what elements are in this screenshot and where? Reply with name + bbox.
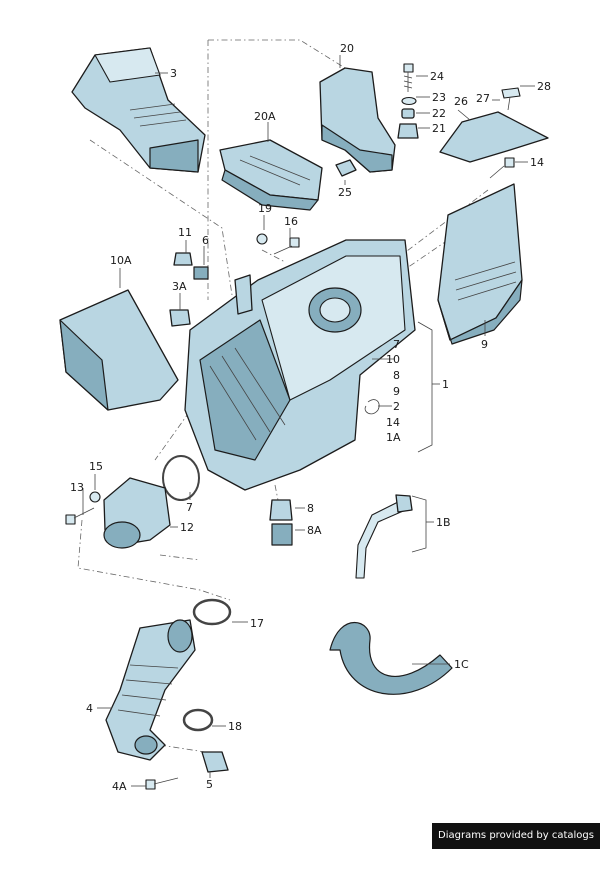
part-1B-clamp xyxy=(395,494,413,513)
part-25-clip xyxy=(335,159,357,177)
callout-12: 12 xyxy=(180,521,194,534)
part-14-screw xyxy=(489,157,515,179)
part-6-grommet xyxy=(193,266,209,280)
callout-16: 16 xyxy=(284,215,298,228)
callout-8: 8 xyxy=(307,502,314,515)
callout-19: 19 xyxy=(258,202,272,215)
part-10A-duct xyxy=(59,289,179,411)
callout-10A: 10A xyxy=(110,254,132,267)
callout-22: 22 xyxy=(432,107,446,120)
callout-1C: 1C xyxy=(454,658,469,671)
part-26-shield xyxy=(439,111,549,163)
callout-21: 21 xyxy=(432,122,446,135)
callout-6: 6 xyxy=(202,234,209,247)
part-9-plate xyxy=(437,183,523,345)
callout-20: 20 xyxy=(340,42,354,55)
callout-labels: 3 20 20A 24 23 22 21 25 26 27 28 14 9 19… xyxy=(70,42,551,793)
part-3-intake-duct xyxy=(71,47,206,173)
callout-10: 10 xyxy=(386,353,400,366)
callout-25: 25 xyxy=(338,186,352,199)
part-18-clamp xyxy=(182,708,214,732)
leader-lines xyxy=(82,55,535,787)
callout-18: 18 xyxy=(228,720,242,733)
callout-4A: 4A xyxy=(112,780,127,793)
part-4-intake-hose xyxy=(105,619,196,761)
part-24-bolt xyxy=(403,63,414,92)
part-11-grommet xyxy=(173,252,193,266)
part-17-clamp xyxy=(192,598,232,626)
part-1C-hose xyxy=(329,621,453,695)
part-5-fitting xyxy=(201,751,229,773)
part-16-bolt xyxy=(273,237,300,255)
callout-8-housing: 8 xyxy=(393,369,400,382)
callout-24: 24 xyxy=(430,70,444,83)
callout-3A: 3A xyxy=(172,280,187,293)
callout-5: 5 xyxy=(206,778,213,791)
callout-23: 23 xyxy=(432,91,446,104)
callout-2: 2 xyxy=(393,400,400,413)
callout-13: 13 xyxy=(70,481,84,494)
part-19-washer xyxy=(256,233,268,245)
exploded-parts-diagram: 3 20 20A 24 23 22 21 25 26 27 28 14 9 19… xyxy=(59,39,551,793)
part-20-bracket xyxy=(319,67,396,173)
part-22-bushing xyxy=(401,108,415,119)
part-13-bolt xyxy=(65,507,95,525)
part-3A-grommet xyxy=(169,309,191,327)
callout-26: 26 xyxy=(454,95,468,108)
part-28-cap xyxy=(501,87,521,99)
callout-7-seal: 7 xyxy=(186,501,193,514)
part-4A-bolt xyxy=(145,777,179,790)
part-7-seal xyxy=(162,455,200,501)
callout-brackets xyxy=(411,321,440,553)
part-21-grommet xyxy=(397,123,419,139)
callout-8A: 8A xyxy=(307,524,322,537)
callout-9-plate: 9 xyxy=(481,338,488,351)
callout-20A: 20A xyxy=(254,110,276,123)
part-8A-mount xyxy=(271,523,293,546)
part-15-washer xyxy=(89,491,101,503)
part-23-washer xyxy=(401,96,417,106)
callout-1A: 1A xyxy=(386,431,401,444)
callout-1B: 1B xyxy=(436,516,451,529)
part-27-pin xyxy=(507,96,511,111)
credit-banner: Diagrams provided by catalogs parts xyxy=(432,823,600,867)
callout-14-housing: 14 xyxy=(386,416,400,429)
part-8-mount xyxy=(269,499,293,521)
part-20A-duct xyxy=(219,139,323,211)
callout-15: 15 xyxy=(89,460,103,473)
part-12-elbow-fitting xyxy=(103,477,171,549)
callout-4: 4 xyxy=(86,702,93,715)
callout-7-housing: 7 xyxy=(393,338,400,351)
callout-27: 27 xyxy=(476,92,490,105)
callout-11: 11 xyxy=(178,226,192,239)
callout-17: 17 xyxy=(250,617,264,630)
callout-1: 1 xyxy=(442,378,449,391)
part-2-clip xyxy=(364,399,380,415)
part-1-air-filter-housing xyxy=(184,239,416,491)
callout-14-upper: 14 xyxy=(530,156,544,169)
callout-28: 28 xyxy=(537,80,551,93)
callout-3: 3 xyxy=(170,67,177,80)
callout-9-housing: 9 xyxy=(393,385,400,398)
